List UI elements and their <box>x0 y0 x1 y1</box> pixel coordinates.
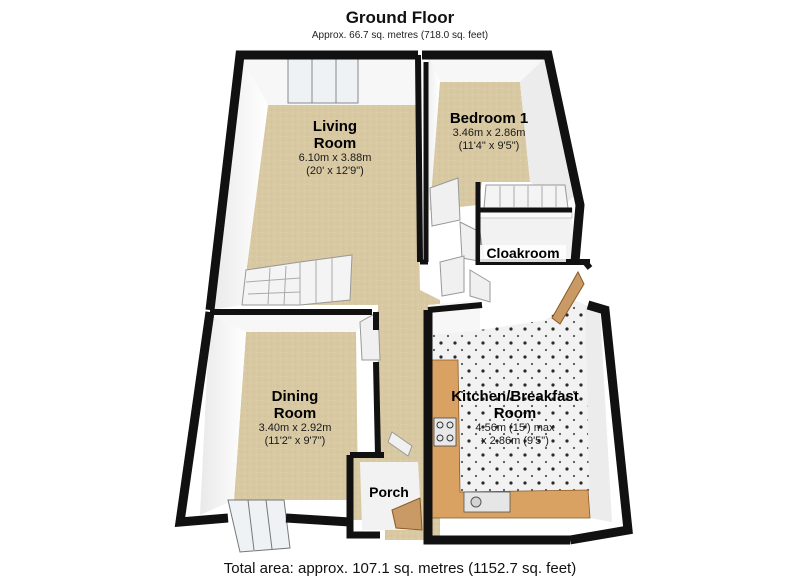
kitchen-floor <box>432 300 590 518</box>
living-room-label: Living Room 6.10m x 3.88m (20' x 12'9") <box>280 118 390 178</box>
dining-room-label: Dining Room 3.40m x 2.92m (11'2" x 9'7") <box>240 388 350 448</box>
front-door[interactable] <box>391 497 423 531</box>
bay-window <box>227 499 291 553</box>
living-room-left-wall-face <box>210 55 268 310</box>
living-room-dim-imperial: (20' x 12'9") <box>306 165 364 177</box>
kitchen-name-line2: Room <box>493 405 537 422</box>
living-room-name-line1: Living <box>312 118 358 135</box>
dining-room-dim-imperial: (11'2" x 9'7") <box>264 435 326 447</box>
bedroom-door[interactable] <box>429 177 461 227</box>
cloakroom-name: Cloakroom <box>486 245 560 261</box>
walls <box>174 50 633 545</box>
bedroom-floor <box>428 82 530 210</box>
kitchen-door[interactable] <box>469 269 491 303</box>
kitchen-right-wall-face <box>585 305 612 522</box>
kitchen-label: Kitchen/Breakfast Room 4.56m (15') max x… <box>440 388 590 448</box>
dining-room-back-wall-face <box>210 315 372 332</box>
kitchen-back-door[interactable] <box>551 270 585 325</box>
bedroom-right-wall-face <box>520 55 575 205</box>
hall-door[interactable] <box>439 255 465 297</box>
kitchen-dim-line1: 4.56m (15') max <box>475 422 555 434</box>
staircase <box>241 254 353 306</box>
living-room-floor <box>242 105 440 540</box>
porch-name: Porch <box>369 484 409 500</box>
porch-label: Porch <box>360 484 418 501</box>
kitchen-name-line1: Kitchen/Breakfast <box>451 388 579 405</box>
bedroom-dim-metric: 3.46m x 2.86m <box>452 127 526 139</box>
living-room-name-line2: Room <box>313 135 357 152</box>
living-room-dim-metric: 6.10m x 3.88m <box>298 152 372 164</box>
kitchen-dim-line2: x 2.86m (9'5") <box>481 435 549 447</box>
dining-room-floor <box>234 332 358 500</box>
patio-doors <box>287 54 359 104</box>
bedroom-name: Bedroom 1 <box>449 110 529 127</box>
bedroom-back-wall-face <box>428 55 548 82</box>
cloakroom-label: Cloakroom <box>480 245 566 262</box>
porch-inner-door[interactable] <box>387 431 413 457</box>
bedroom-label: Bedroom 1 3.46m x 2.86m (11'4" x 9'5") <box>434 110 544 153</box>
dining-room-dim-metric: 3.40m x 2.92m <box>258 422 332 434</box>
dining-room-name-line1: Dining <box>271 388 319 405</box>
bedroom-dim-imperial: (11'4" x 9'5") <box>458 140 520 152</box>
plan-subtitle: Approx. 66.7 sq. metres (718.0 sq. feet) <box>311 30 489 41</box>
total-area: Total area: approx. 107.1 sq. metres (11… <box>223 560 577 577</box>
dining-room-left-wall-face <box>200 315 246 515</box>
dining-room-name-line2: Room <box>273 405 317 422</box>
wardrobe <box>483 184 569 209</box>
plan-title: Ground Floor <box>345 8 455 27</box>
